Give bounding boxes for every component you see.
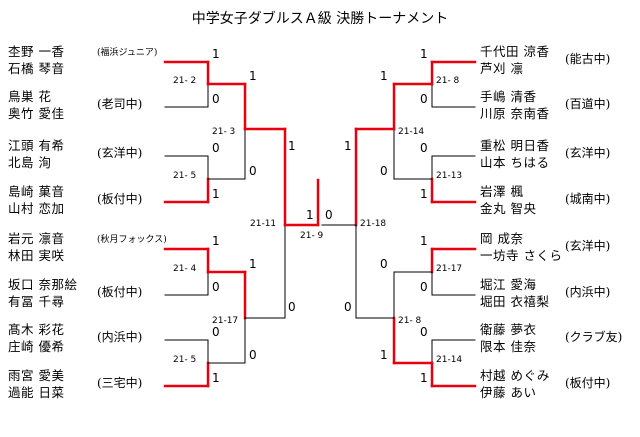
right-r2-score: 21-14 xyxy=(398,127,425,137)
right-club-name: (能古中) xyxy=(565,52,611,66)
right-player-name: 岡 成奈 xyxy=(480,231,524,246)
right-club-name: (板付中) xyxy=(565,376,611,390)
left-r1-score: 21- 2 xyxy=(173,76,197,86)
right-club-name: (玄洋中) xyxy=(565,146,611,160)
right-player-name: 村越 めぐみ xyxy=(480,368,550,383)
left-r2-score: 21- 3 xyxy=(212,127,236,137)
left-player-name: 雨宮 愛美 xyxy=(8,368,65,383)
right-player-name: 伊藤 あい xyxy=(480,385,537,400)
left-player-name: 島崎 菓音 xyxy=(8,184,65,199)
right-r1-result: 1 xyxy=(420,47,428,61)
final-score: 21- 9 xyxy=(300,231,324,241)
right-player-name: 川原 奈南香 xyxy=(480,106,550,121)
right-r3-result: 0 xyxy=(344,300,352,314)
left-player-name: 石橋 琴音 xyxy=(8,61,65,76)
right-r2-result: 0 xyxy=(380,164,388,178)
left-r1-score: 21- 4 xyxy=(173,264,197,274)
right-r1-result: 0 xyxy=(420,141,428,155)
left-r3-result: 0 xyxy=(288,300,296,314)
right-r1-result: 0 xyxy=(420,325,428,339)
page-title: 中学女子ダブルスＡ級 決勝トーナメント xyxy=(191,11,449,27)
right-r2-result: 0 xyxy=(380,257,388,271)
left-r1-result: 1 xyxy=(212,371,220,385)
right-r1-result: 1 xyxy=(420,234,428,248)
right-r1-result: 0 xyxy=(420,92,428,106)
right-player-name: 一坊寺 さくら xyxy=(480,248,563,263)
left-player-name: 庄崎 優希 xyxy=(8,339,65,354)
left-r2-score: 21-17 xyxy=(212,316,239,326)
final-result-right: 0 xyxy=(325,208,333,222)
right-club-name: (クラブ友) xyxy=(565,330,623,344)
right-r1-score: 21- 8 xyxy=(436,76,460,86)
left-club-name: (内浜中) xyxy=(97,330,143,344)
left-r1-result: 0 xyxy=(212,141,220,155)
left-r1-result: 1 xyxy=(212,47,220,61)
left-r2-result: 0 xyxy=(249,164,257,178)
left-club-name: (板付中) xyxy=(97,285,143,299)
right-r2-result: 1 xyxy=(380,69,388,83)
right-player-name: 衛藤 夢衣 xyxy=(480,322,537,337)
right-player-name: 芦刈 凛 xyxy=(480,61,524,76)
left-r3-result: 1 xyxy=(288,139,296,153)
left-r1-score: 21- 5 xyxy=(173,355,197,365)
right-player-name: 堀江 愛海 xyxy=(480,277,537,292)
left-player-name: 岩元 凛音 xyxy=(8,231,65,246)
left-r1-result: 0 xyxy=(212,92,220,106)
right-r2-score: 21- 8 xyxy=(398,316,422,326)
right-r1-result: 1 xyxy=(420,371,428,385)
left-player-name: 過能 日菜 xyxy=(8,385,65,400)
right-r1-score: 21-14 xyxy=(436,355,463,365)
right-semi-score: 21-18 xyxy=(360,219,387,229)
left-player-name: 鳥巣 花 xyxy=(8,89,52,104)
right-player-name: 堀田 衣禧梨 xyxy=(480,294,550,309)
left-club-name: (板付中) xyxy=(97,192,143,206)
right-player-name: 重松 明日香 xyxy=(480,138,550,153)
left-club-name: (三宅中) xyxy=(97,376,143,390)
right-club-name: (内浜中) xyxy=(565,285,611,299)
left-player-name: 杢野 一香 xyxy=(8,44,65,59)
left-r2-result: 1 xyxy=(249,69,257,83)
left-club-name: (福浜ジュニア) xyxy=(97,48,158,58)
right-r1-score: 21-13 xyxy=(436,171,463,181)
left-club-name: (秋月フォックス) xyxy=(97,235,167,245)
right-player-name: 金丸 智央 xyxy=(480,201,537,216)
left-r2-result: 0 xyxy=(249,348,257,362)
left-player-name: 北島 洵 xyxy=(8,155,52,170)
right-player-name: 手嶋 清香 xyxy=(480,89,537,104)
left-r1-result: 1 xyxy=(212,234,220,248)
left-player-name: 髙木 彩花 xyxy=(8,322,65,337)
left-player-name: 山村 恋加 xyxy=(8,201,65,216)
right-club-name: (城南中) xyxy=(565,192,611,206)
left-club-name: (玄洋中) xyxy=(97,146,143,160)
right-r1-result: 1 xyxy=(420,187,428,201)
left-r2-result: 1 xyxy=(249,257,257,271)
left-player-name: 坂口 奈那絵 xyxy=(8,277,78,292)
left-r1-result: 0 xyxy=(212,280,220,294)
right-r3-result: 1 xyxy=(344,139,352,153)
left-club-name: (老司中) xyxy=(97,97,143,111)
right-player-name: 岩澤 楓 xyxy=(480,184,524,199)
left-player-name: 林田 実咲 xyxy=(8,248,65,263)
right-player-name: 千代田 涼香 xyxy=(480,44,550,59)
left-r1-score: 21- 5 xyxy=(173,171,197,181)
right-r1-score: 21-17 xyxy=(436,264,463,274)
right-club-name: (玄洋中) xyxy=(565,239,611,253)
left-player-name: 江頭 有希 xyxy=(8,138,65,153)
right-club-name: (百道中) xyxy=(565,97,611,111)
final-result-left: 1 xyxy=(306,208,314,222)
left-r1-result: 0 xyxy=(212,325,220,339)
right-player-name: 限本 佳奈 xyxy=(480,339,537,354)
left-semi-score: 21-11 xyxy=(250,219,277,229)
right-r2-result: 1 xyxy=(380,348,388,362)
left-r1-result: 1 xyxy=(212,187,220,201)
left-player-name: 奥竹 愛佳 xyxy=(8,106,65,121)
right-r1-result: 0 xyxy=(420,280,428,294)
left-player-name: 有冨 千尋 xyxy=(8,294,65,309)
right-player-name: 山本 ちはる xyxy=(480,155,550,170)
